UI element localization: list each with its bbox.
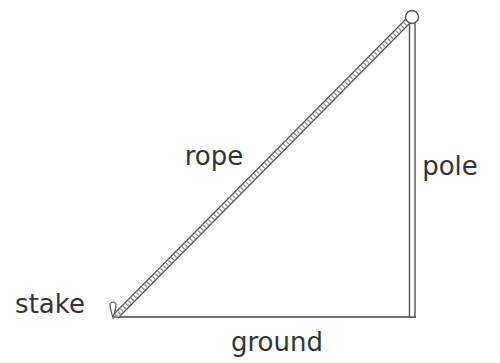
part-label: stake [15, 290, 85, 319]
label-slot: ground [231, 328, 323, 357]
rope-shape [116, 21, 408, 316]
part-label: pole [422, 152, 478, 181]
ground-line [114, 316, 416, 318]
ring-symbol [406, 11, 419, 24]
part-label: ground [231, 328, 323, 357]
part-label: rope [185, 142, 244, 171]
label-slot: pole [422, 152, 478, 181]
label-slot: stake [15, 290, 85, 319]
stake-symbol [110, 302, 116, 318]
label-slot: rope [185, 142, 244, 171]
pole-shape [410, 22, 416, 317]
